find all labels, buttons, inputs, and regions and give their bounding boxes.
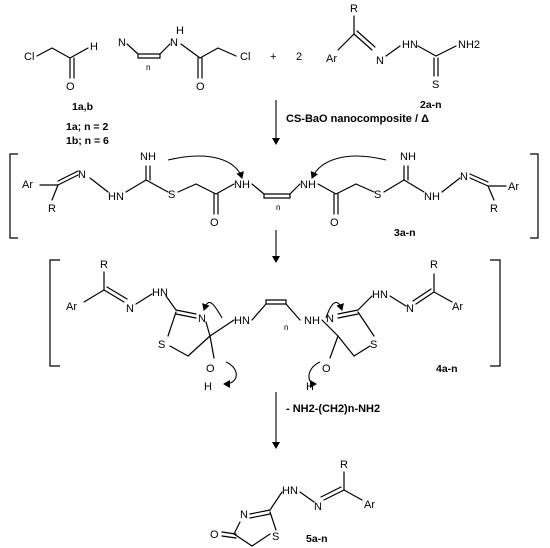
atom-o-5: O	[210, 529, 219, 541]
atom-o-left-4: O	[206, 363, 215, 375]
electron-arrow-right-3	[310, 155, 387, 179]
electron-arrow-left-4b	[223, 361, 237, 388]
stoich-coefficient: 2	[296, 51, 302, 63]
chain-index-n: n	[146, 63, 150, 72]
atom-hn-left-3: HN	[108, 191, 124, 203]
atom-cl-left: Cl	[24, 51, 34, 63]
atom-hn: HN	[402, 39, 418, 51]
atom-n-left: N	[118, 37, 126, 49]
atom-nh-mid-right-4: NH	[304, 315, 320, 327]
atom-nh-mid-right-3: NH	[300, 179, 316, 191]
electron-arrow-left-4a	[202, 301, 223, 319]
atom-n-right-4: N	[406, 303, 414, 315]
atom-hn-mid-left-4: HN	[234, 315, 250, 327]
plus-sign: +	[270, 51, 276, 63]
atom-s-ring-5: S	[272, 531, 279, 543]
electron-arrow-right-4a	[325, 301, 344, 319]
atom-ar-5: Ar	[364, 499, 375, 511]
atom-o-left-3: O	[210, 217, 219, 229]
atom-n-ring-left-4: N	[198, 313, 206, 325]
atom-nh-left-3: NH	[140, 151, 156, 163]
atom-nh2: NH2	[458, 39, 480, 51]
atom-s-ring-right-4: S	[370, 339, 377, 351]
atom-r-left: R	[48, 203, 56, 215]
label-5a-n: 5a-n	[306, 533, 328, 545]
atom-s-ring-left-4: S	[158, 339, 165, 351]
atom-o-right-4: O	[322, 363, 331, 375]
atom-hn-left-4: HN	[152, 287, 168, 299]
atom-r: R	[350, 3, 358, 15]
atom-n-ring-5: N	[240, 509, 248, 521]
atom-h-right: H	[176, 25, 184, 37]
atom-ar-left: Ar	[22, 179, 33, 191]
atom-n-5: N	[314, 501, 322, 513]
label-3a-n: 3a-n	[394, 227, 416, 239]
atom-ar-right: Ar	[508, 181, 519, 193]
atom-nh-mid-left-3: NH	[234, 179, 250, 191]
atom-nh-right-3: NH	[400, 151, 416, 163]
intermediate-4a-n-structure: R Ar N HN N S O H HN n NH N S	[66, 259, 463, 393]
atom-nh-right2-3: NH	[424, 191, 440, 203]
electron-arrow-left-3	[167, 155, 244, 179]
atom-ar-left-4: Ar	[66, 301, 77, 313]
atom-o-right-3: O	[330, 217, 339, 229]
atom-n-left-3: N	[78, 169, 86, 181]
atom-n-right-3: N	[460, 171, 468, 183]
condition-step1: CS-BaO nanocomposite / Δ	[286, 113, 429, 125]
atom-h-left: H	[90, 41, 98, 53]
label-1b: 1b; n = 6	[66, 135, 109, 147]
brackets-3a-n	[9, 153, 539, 239]
label-2a-n: 2a-n	[420, 99, 442, 111]
atom-r-5: R	[340, 459, 348, 471]
atom-s: S	[432, 79, 439, 91]
atom-s-right-3: S	[374, 189, 381, 201]
product-5a-n-structure: R Ar N HN N O S	[210, 459, 375, 547]
intermediate-3a-n-structure: Ar R N HN NH S O NH n NH O S	[22, 151, 519, 229]
atom-o-left: O	[66, 81, 75, 93]
reactant-1a-b-structure: Cl O H N n N H O Cl	[24, 25, 250, 93]
atom-ar-right-4: Ar	[452, 301, 463, 313]
atom-r-right: R	[490, 203, 498, 215]
atom-ar: Ar	[326, 53, 337, 65]
chain-index-n-4: n	[284, 323, 288, 332]
atom-r-right-4: R	[430, 259, 438, 271]
label-4a-n: 4a-n	[436, 363, 458, 375]
atom-hn-right-4: HN	[372, 289, 388, 301]
atom-r-left-4: R	[100, 259, 108, 271]
condition-step3: - NH2-(CH2)n-NH2	[286, 403, 380, 415]
reactant-2a-n-structure: R Ar N HN NH2 S	[326, 3, 480, 91]
atom-o-right: O	[196, 81, 205, 93]
atom-n-ring-right-4: N	[326, 313, 334, 325]
atom-h-left-4: H	[204, 381, 212, 393]
label-1a-b: 1a,b	[72, 101, 93, 113]
label-1a: 1a; n = 2	[66, 121, 108, 133]
atom-n-right: N	[170, 37, 178, 49]
atom-cl-right: Cl	[240, 51, 250, 63]
atom-hn-5: HN	[282, 485, 298, 497]
brackets-4a-n	[49, 259, 501, 367]
atom-n-left-4: N	[126, 303, 134, 315]
chain-index-n-3: n	[276, 203, 280, 212]
atom-s-left-3: S	[168, 189, 175, 201]
electron-arrow-right-4b	[308, 361, 321, 388]
atom-n: N	[376, 55, 384, 67]
